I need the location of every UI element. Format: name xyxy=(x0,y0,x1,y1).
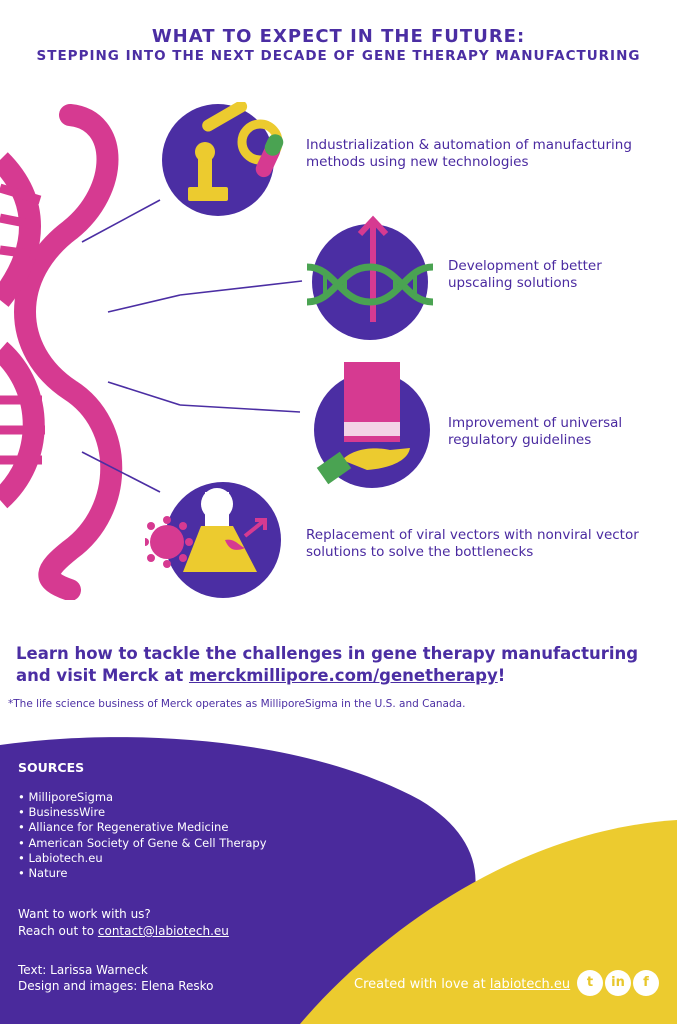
credits-text: Text: Larissa Warneck xyxy=(18,963,148,977)
sources-title: SOURCES xyxy=(18,760,85,775)
contact-email-link[interactable]: contact@labiotech.eu xyxy=(97,924,229,938)
cta-line2-suffix: ! xyxy=(497,666,506,685)
item-text-automation: Industrialization & automation of manufa… xyxy=(306,137,632,170)
merck-link[interactable]: merckmillipore.com/genetherapy xyxy=(188,666,498,685)
page-subtitle: STEPPING INTO THE NEXT DECADE OF GENE TH… xyxy=(36,48,641,64)
twitter-icon[interactable]: t xyxy=(577,970,603,996)
cta-line2-prefix: and visit Merck at xyxy=(16,666,189,685)
item-text-upscaling: Development of better upscaling solution… xyxy=(448,258,602,291)
contact-line1: Want to work with us? xyxy=(18,907,151,921)
item-text-regulatory: Improvement of universal regulatory guid… xyxy=(448,415,623,448)
book-hand-icon xyxy=(314,362,430,488)
source-item: • Alliance for Regenerative Medicine xyxy=(18,820,229,835)
credits-block: Text: Larissa Warneck Design and images:… xyxy=(18,962,214,994)
created-with-love: Created with love at labiotech.eu xyxy=(354,977,570,992)
robot-arm-icon xyxy=(162,102,284,216)
source-item: • BusinessWire xyxy=(18,805,106,820)
cta-line1: Learn how to tackle the challenges in ge… xyxy=(16,644,639,663)
sources-list: • MilliporeSigma • BusinessWire • Allian… xyxy=(18,790,267,881)
source-item: • MilliporeSigma xyxy=(18,790,114,804)
source-item: • American Society of Gene & Cell Therap… xyxy=(18,835,267,850)
contact-line2-prefix: Reach out to xyxy=(18,924,98,938)
call-to-action: Learn how to tackle the challenges in ge… xyxy=(16,643,666,687)
flask-virus-icon xyxy=(145,482,281,598)
dna-helix-illustration xyxy=(0,104,180,600)
connector-lines xyxy=(179,280,303,413)
source-item: • Nature xyxy=(18,866,68,881)
page-title: WHAT TO EXPECT IN THE FUTURE: xyxy=(151,26,526,47)
disclaimer: *The life science business of Merck oper… xyxy=(8,698,466,710)
credits-design: Design and images: Elena Resko xyxy=(18,979,214,993)
labiotech-link[interactable]: labiotech.eu xyxy=(489,977,571,992)
linkedin-icon[interactable]: in xyxy=(605,970,631,996)
source-item: • Labiotech.eu xyxy=(18,850,103,865)
facebook-icon[interactable]: f xyxy=(633,970,659,996)
contact-block: Want to work with us? Reach out to conta… xyxy=(18,906,229,940)
dna-arrow-icon xyxy=(306,215,434,340)
item-text-nonviral: Replacement of viral vectors with nonvir… xyxy=(306,527,639,560)
created-prefix: Created with love at xyxy=(354,977,490,992)
